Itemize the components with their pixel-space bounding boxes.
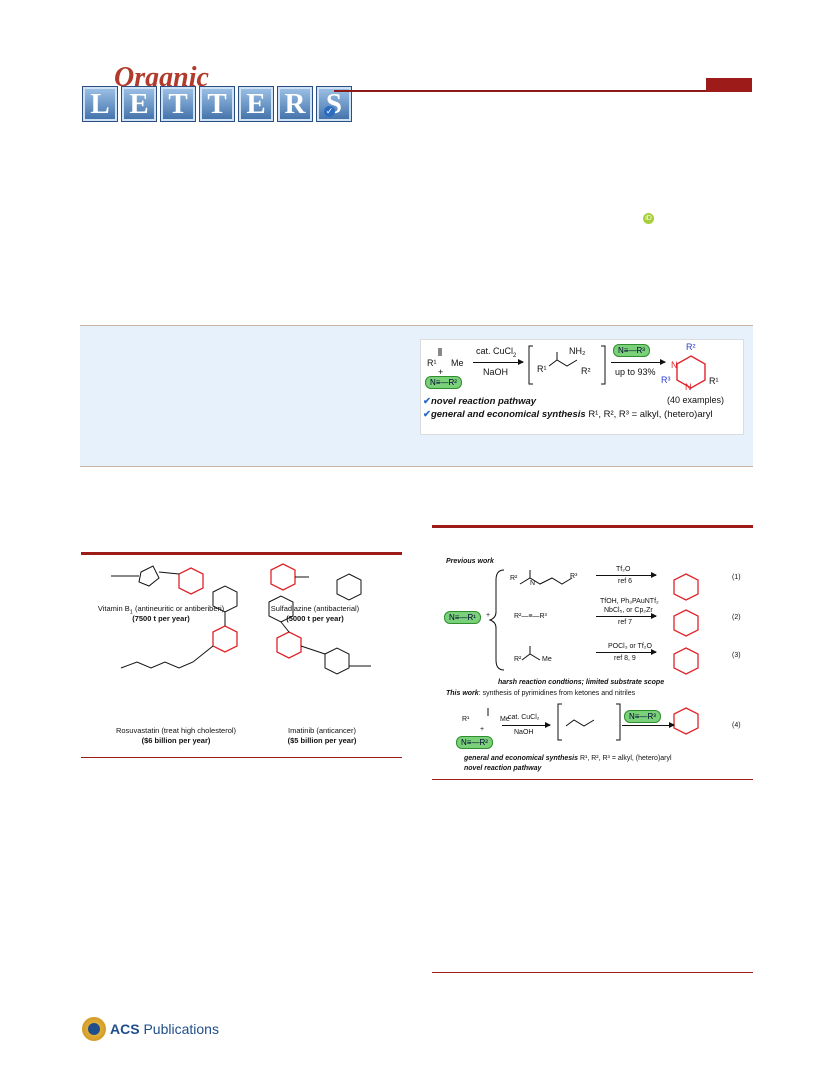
- checkmark-badge-icon: ✓: [324, 106, 335, 117]
- row2-reagent: TfOH, Ph₃PAuNTf₂: [600, 598, 659, 605]
- plus-sign: +: [480, 726, 485, 733]
- row4-reagent: cat. CuCl₂: [508, 714, 540, 721]
- logo-letter: E: [238, 86, 274, 122]
- toc-intermediate-nh2: NH₂: [569, 346, 586, 356]
- toc-ring-n: N: [671, 360, 678, 370]
- imatinib-amount: ($5 billion per year): [287, 736, 357, 745]
- scheme-nitrile-pill: N≡—R¹: [444, 611, 481, 624]
- toc-bullet-1: ✔novel reaction pathway: [423, 396, 537, 407]
- toc-ketone-r1: R¹: [427, 358, 437, 368]
- sulfadiazine-caption: Sulfadiazine (antibacterial): [270, 604, 360, 613]
- toc-ring-n-2: N: [685, 382, 692, 392]
- row4-nitrile-pill-2: N≡—R³: [624, 710, 661, 723]
- toc-arrow-2: [611, 359, 666, 365]
- logo-letter: E: [121, 86, 157, 122]
- figure-1-top-rule: [81, 552, 402, 555]
- figure-1-structures: [111, 563, 371, 675]
- toc-product-r1: R¹: [709, 376, 719, 386]
- row4-base: NaOH: [514, 729, 534, 736]
- logo-letter: T: [160, 86, 196, 122]
- row2-ref: ref 7: [618, 619, 633, 626]
- scheme-harsh-text: harsh reaction condtions; limited substr…: [498, 679, 665, 686]
- row2-number: (2): [732, 614, 741, 621]
- figure-1-bottom-rule: [81, 757, 402, 758]
- row4-arrow-1: [502, 722, 551, 728]
- imatinib-caption: Imatinib (anticancer): [288, 726, 356, 735]
- row1-r3: R³: [570, 573, 578, 580]
- row1-reagent: Tf₂O: [616, 566, 631, 573]
- toc-nitrile-pill: N≡—R²: [425, 376, 462, 389]
- toc-product-r2: R²: [686, 342, 696, 352]
- orcid-icon[interactable]: iD: [643, 213, 654, 224]
- logo-letter: L: [82, 86, 118, 122]
- logo-letters: L E T T E R S: [82, 86, 352, 122]
- row2-alkyne: R²—≡—R³: [514, 613, 547, 620]
- toc-product-r3: R³: [661, 375, 671, 385]
- scheme-1-bottom-rule: [432, 779, 753, 780]
- toc-intermediate-r2: R²: [581, 366, 591, 376]
- row1-r2: R²: [510, 575, 518, 582]
- toc-graphic: R¹ Me + N≡—R² cat. CuCl2 NaOH R¹ NH₂ R² …: [420, 339, 744, 435]
- scheme-1-structures: [487, 569, 699, 741]
- row3-me: Me: [542, 656, 552, 663]
- plus-sign: +: [438, 367, 444, 377]
- row1-ref: ref 6: [618, 578, 633, 585]
- toc-arrow-1: [473, 359, 524, 365]
- logo-letter: R: [277, 86, 313, 122]
- row3-reagent: POCl₃ or Tf₂O: [608, 643, 652, 650]
- row4-nitrile-pill: N≡—R²: [456, 736, 493, 749]
- rosuvastatin-caption: Rosuvastatin (treat high cholesterol): [115, 726, 237, 735]
- toc-yield: up to 93%: [615, 367, 656, 377]
- vitamin-b1-amount: (7500 t per year): [132, 614, 190, 623]
- header-rule: [334, 90, 752, 92]
- scheme-this-work: This work: synthesis of pyrimidines from…: [446, 690, 636, 697]
- scheme-1-top-rule: [432, 525, 753, 528]
- toc-bullet-2: ✔general and economical synthesis R¹, R²…: [423, 409, 713, 420]
- vitamin-b1-caption: Vitamin B1 (antineuritic or antiberiberi…: [97, 604, 225, 616]
- scheme-general: general and economical synthesis R¹, R²,…: [464, 755, 672, 762]
- row1-arrow: [596, 572, 657, 578]
- row4-arrow-2: [622, 722, 675, 728]
- logo-letter: T: [199, 86, 235, 122]
- row4-r1: R¹: [462, 716, 470, 723]
- scheme-novel: novel reaction pathway: [464, 765, 542, 772]
- column-bottom-rule: [432, 972, 753, 973]
- row3-number: (3): [732, 652, 741, 659]
- toc-reagent-1: cat. CuCl2: [476, 346, 517, 359]
- toc-ketone-me: Me: [451, 358, 464, 368]
- row3-ref: ref 8, 9: [614, 655, 636, 662]
- row1-n: N: [530, 580, 536, 587]
- toc-structures: [438, 345, 706, 389]
- row3-arrow: [596, 649, 657, 655]
- toc-nitrile-pill-2: N≡—R³: [613, 344, 650, 357]
- scheme-previous-work-label: Previous work: [446, 558, 494, 565]
- sulfadiazine-amount: (5000 t per year): [286, 614, 344, 623]
- row2-arrow: [596, 613, 657, 619]
- acs-publications-logo: ACS Publications: [82, 1017, 222, 1049]
- journal-logo: Organic L E T T E R S ✓: [82, 62, 352, 122]
- toc-examples: (40 examples): [667, 395, 725, 405]
- acs-publications-text: ACS Publications: [110, 1021, 219, 1037]
- header-letter-box: [706, 78, 752, 92]
- plus-sign: +: [486, 612, 491, 619]
- row1-number: (1): [732, 574, 741, 581]
- row3-r2: R²: [514, 656, 522, 663]
- row4-me: Me: [500, 716, 510, 723]
- toc-reagent-2: NaOH: [483, 367, 509, 377]
- row2-reagent-b: NbCl₅, or Cp₂Zr: [604, 607, 653, 614]
- rosuvastatin-amount: ($6 billion per year): [141, 736, 211, 745]
- acs-seal-icon: [82, 1017, 106, 1041]
- toc-intermediate-r1: R¹: [537, 364, 547, 374]
- row4-number: (4): [732, 722, 741, 729]
